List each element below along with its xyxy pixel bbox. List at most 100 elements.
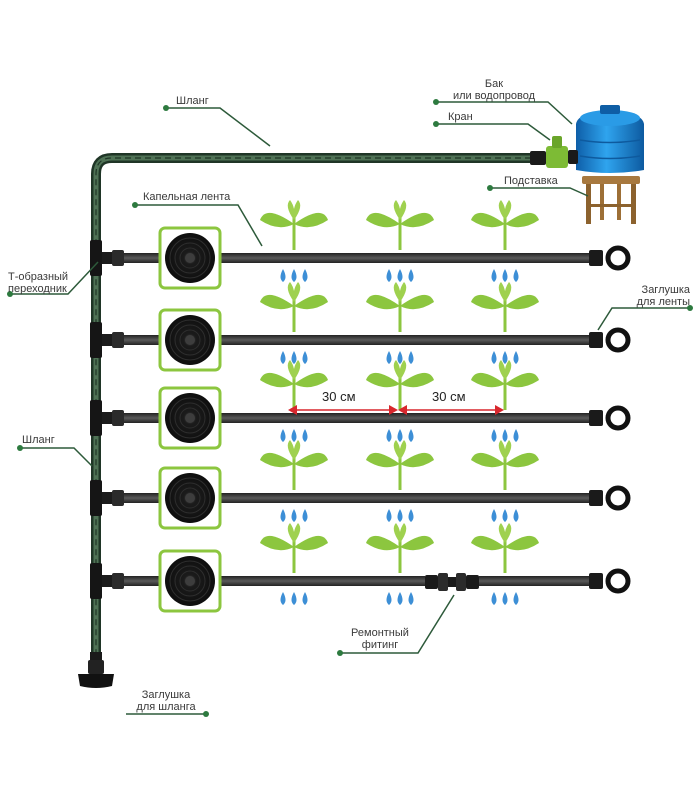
water-tank xyxy=(576,105,644,173)
hose-top-label: Шланг xyxy=(176,95,209,107)
t-adapter xyxy=(90,400,124,436)
drip-tape xyxy=(124,413,589,423)
water-drop xyxy=(280,269,286,282)
water-drop xyxy=(397,592,403,605)
water-drop xyxy=(302,509,308,522)
main-hose xyxy=(91,153,531,655)
water-drop xyxy=(302,592,308,605)
plant xyxy=(471,200,539,250)
water-drop xyxy=(280,592,286,605)
tape-end-plug xyxy=(589,245,631,271)
water-drop xyxy=(291,429,297,442)
water-drop xyxy=(502,269,508,282)
hose-end-plug xyxy=(78,652,114,688)
water-drop xyxy=(302,351,308,364)
plant xyxy=(366,282,434,332)
plant xyxy=(260,360,328,410)
water-drop xyxy=(397,509,403,522)
tape-end-plug xyxy=(589,485,631,511)
valve-label: Кран xyxy=(448,111,473,123)
water-drop xyxy=(408,509,414,522)
water-drop xyxy=(408,592,414,605)
drip-tape xyxy=(124,335,589,345)
plant xyxy=(471,282,539,332)
leader-lines xyxy=(10,101,690,715)
water-drop xyxy=(291,351,297,364)
water-drop xyxy=(502,429,508,442)
water-drop xyxy=(291,269,297,282)
water-drop xyxy=(513,509,519,522)
water-drop xyxy=(397,269,403,282)
tape-end-plug xyxy=(589,405,631,431)
t-adapter xyxy=(90,322,124,358)
plant xyxy=(260,523,328,573)
t-adapter xyxy=(90,563,124,599)
drip-tape-row xyxy=(90,386,631,450)
water-drop xyxy=(291,592,297,605)
tape-end-plug xyxy=(589,568,631,594)
water-drop xyxy=(513,351,519,364)
plant xyxy=(260,282,328,332)
water-drop xyxy=(291,509,297,522)
water-drop xyxy=(502,509,508,522)
water-drop xyxy=(513,429,519,442)
water-drop xyxy=(386,429,392,442)
water-drop xyxy=(386,509,392,522)
drip-tape-row xyxy=(90,549,631,613)
tape-end-plug xyxy=(589,327,631,353)
repair-fitting xyxy=(425,573,479,591)
water-drop xyxy=(502,351,508,364)
water-drop xyxy=(502,592,508,605)
plant xyxy=(471,523,539,573)
valve xyxy=(530,136,578,168)
drip-tape xyxy=(124,253,589,263)
water-drop xyxy=(386,592,392,605)
drip-tape xyxy=(124,493,589,503)
plant xyxy=(260,200,328,250)
water-drop xyxy=(491,509,497,522)
spacing-label-1: 30 см xyxy=(322,389,356,404)
water-drop xyxy=(513,269,519,282)
water-drop xyxy=(397,351,403,364)
spacing-label-2: 30 см xyxy=(432,389,466,404)
drip-tape-row xyxy=(90,308,631,372)
water-drop xyxy=(408,429,414,442)
t-adapter xyxy=(90,480,124,516)
water-drop xyxy=(302,269,308,282)
water-drop xyxy=(386,269,392,282)
drip-tape-label: Капельная лента xyxy=(143,191,231,203)
water-drop xyxy=(280,509,286,522)
plant xyxy=(260,440,328,490)
t-adapter xyxy=(90,240,124,276)
drip-tape xyxy=(124,576,589,586)
plant xyxy=(366,360,434,410)
water-drop xyxy=(280,429,286,442)
plant xyxy=(471,360,539,410)
plant xyxy=(366,200,434,250)
tape-coil xyxy=(158,549,222,613)
water-drop xyxy=(408,351,414,364)
tape-coil xyxy=(158,308,222,372)
water-drop xyxy=(513,592,519,605)
hose-side-label: Шланг xyxy=(22,434,55,446)
plant xyxy=(366,440,434,490)
plant xyxy=(366,523,434,573)
tape-coil xyxy=(158,226,222,290)
tape-coil xyxy=(158,386,222,450)
tape-coil xyxy=(158,466,222,530)
water-drop xyxy=(491,592,497,605)
water-drop xyxy=(408,269,414,282)
drip-tape-row xyxy=(90,466,631,530)
water-drop xyxy=(397,429,403,442)
drip-tape-row xyxy=(90,226,631,290)
water-drop xyxy=(386,351,392,364)
leader-dots xyxy=(7,99,693,717)
tank-stand xyxy=(582,176,640,224)
water-drop xyxy=(491,269,497,282)
